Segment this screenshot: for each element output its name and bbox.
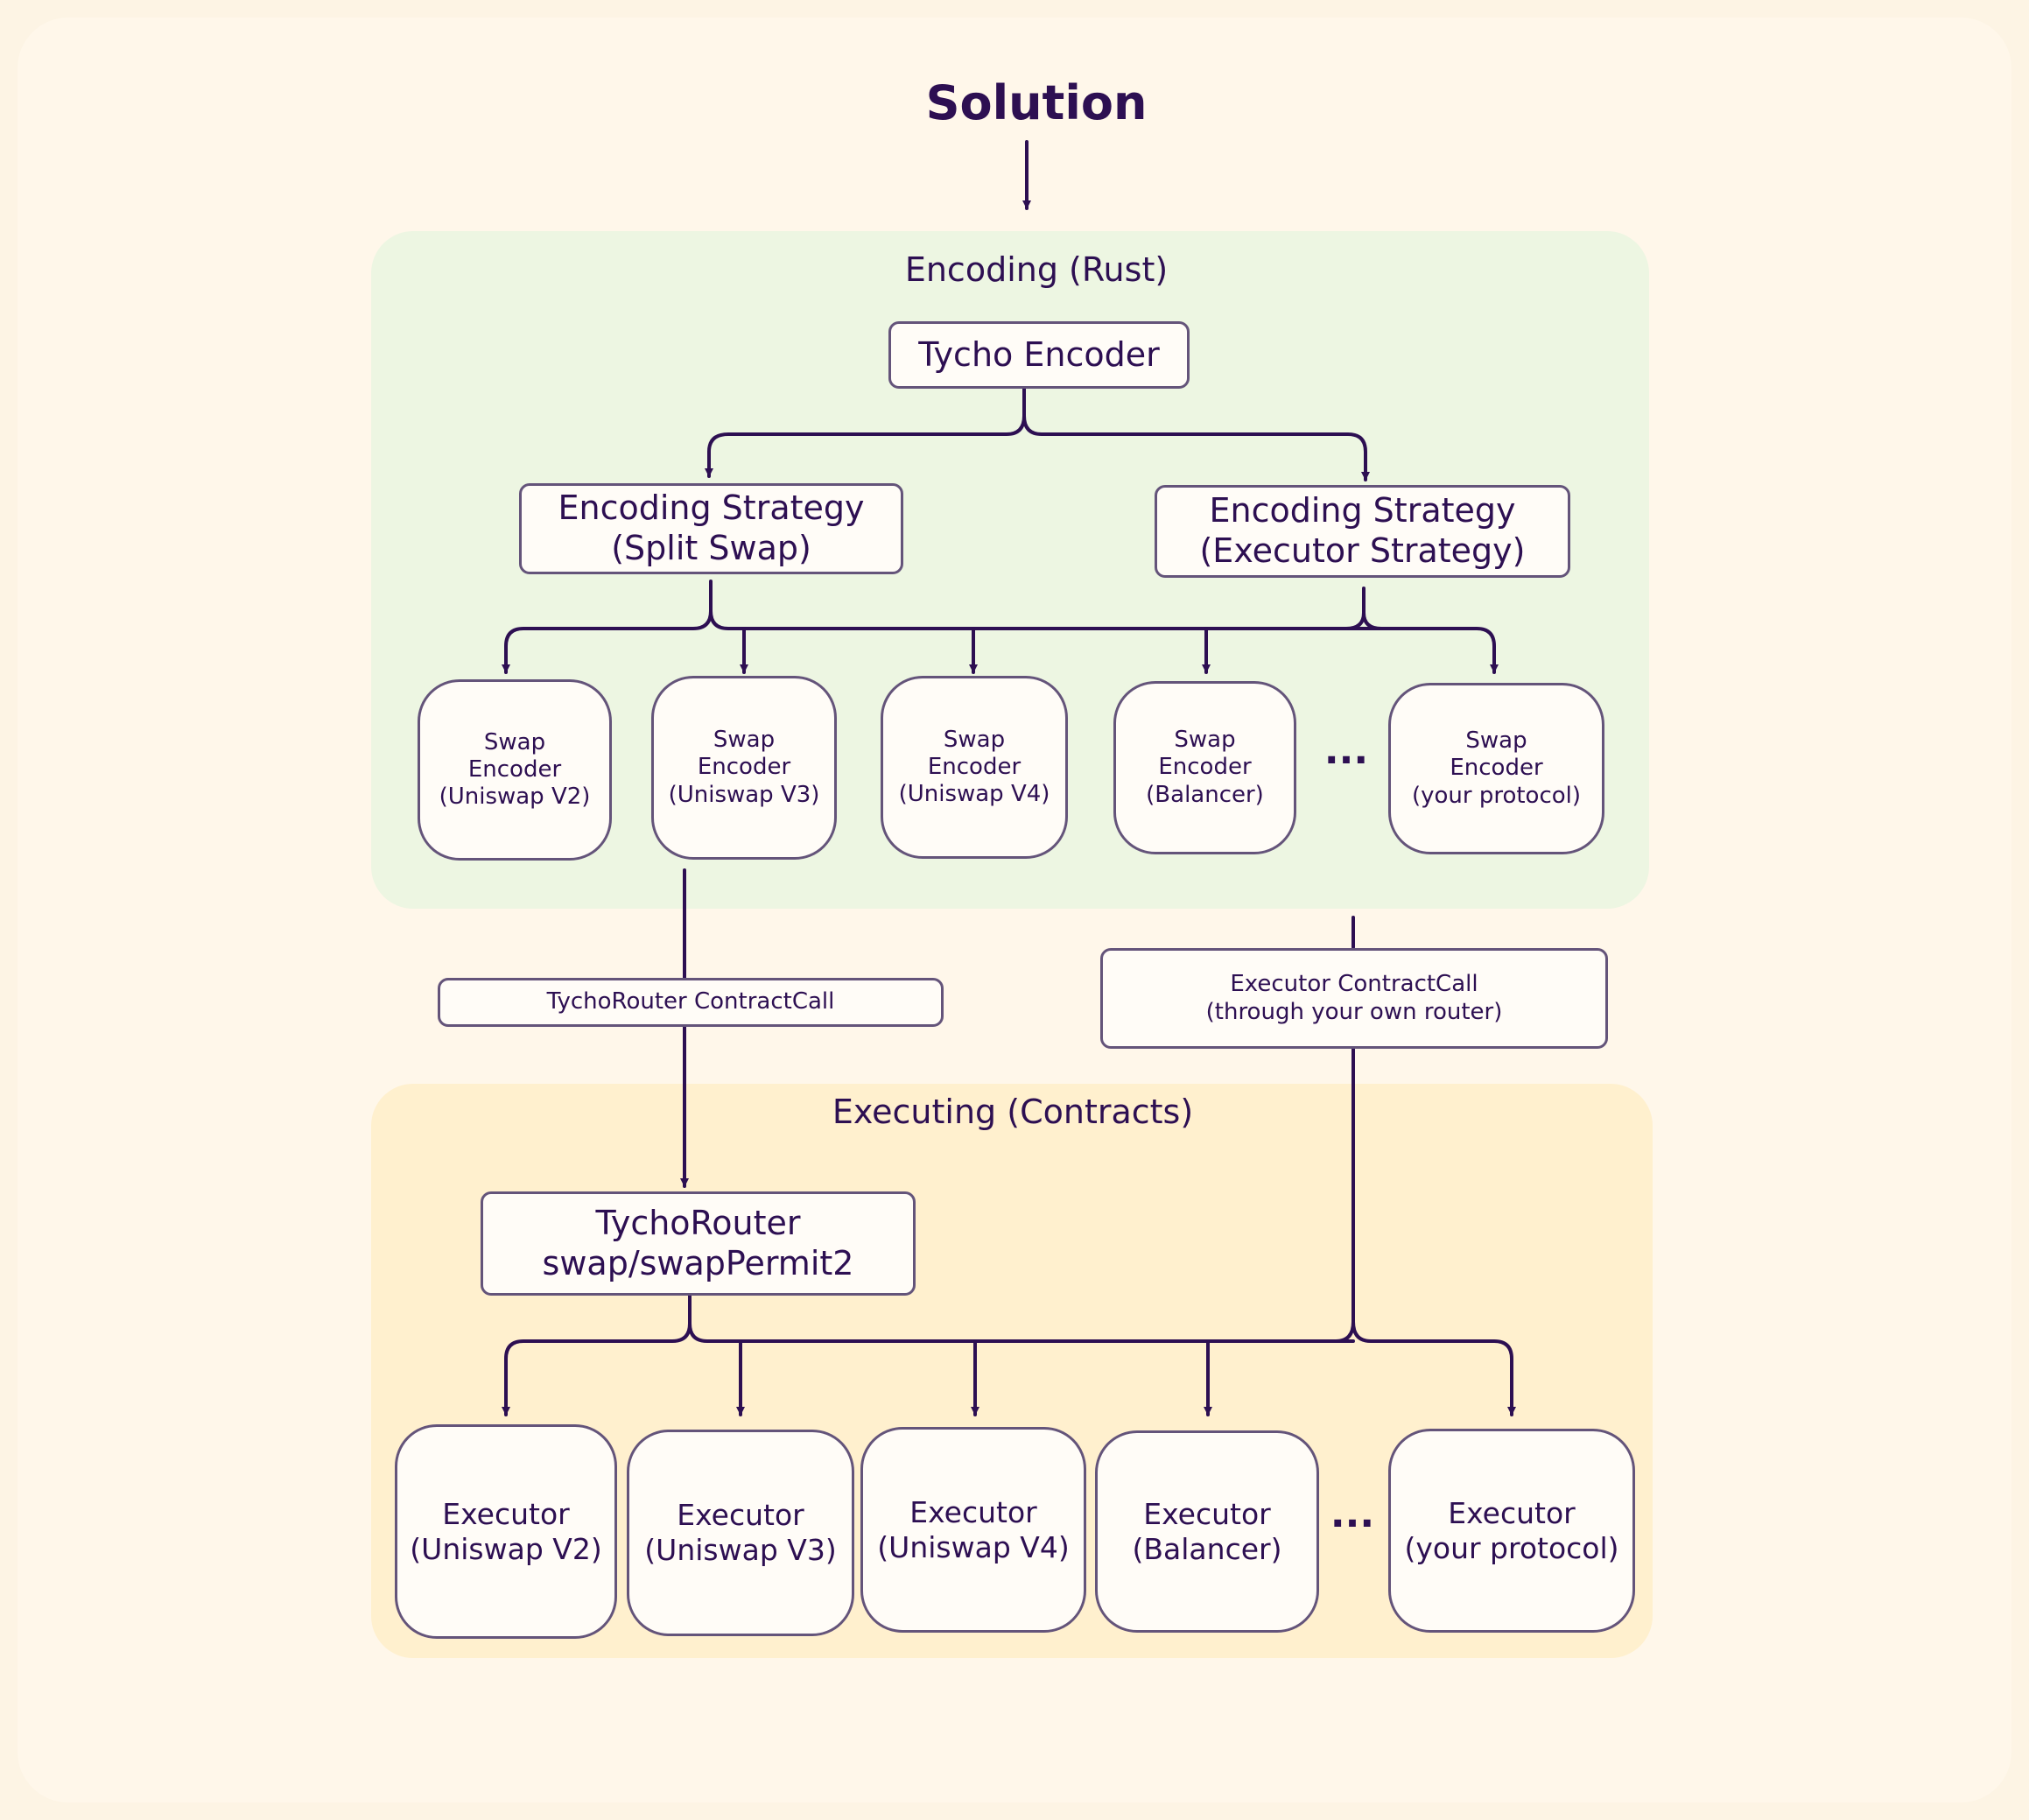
executor-protocol-line-1: Executor	[1448, 1495, 1576, 1530]
swap-encoder-ellipsis: ...	[1323, 728, 1369, 773]
split-swap-strategy-box: Encoding Strategy (Split Swap)	[519, 483, 903, 574]
executor-strategy-box: Encoding Strategy (Executor Strategy)	[1155, 485, 1570, 578]
executor-strategy-line-2: (Executor Strategy)	[1199, 531, 1526, 570]
executor-contractcall-label: Executor ContractCall (through your own …	[1100, 948, 1608, 1049]
executor-balancer-box: Executor (Balancer)	[1095, 1430, 1319, 1633]
swap-encoder-uniswap-v4-box: Swap Encoder (Uniswap V4)	[881, 676, 1068, 859]
executor-balancer-line-1: Executor	[1143, 1496, 1271, 1531]
executor-v2-line-2: (Uniswap V2)	[410, 1531, 602, 1566]
executor-v4-line-2: (Uniswap V4)	[877, 1529, 1070, 1564]
executor-protocol-line-2: (your protocol)	[1404, 1530, 1619, 1565]
executor-strategy-line-1: Encoding Strategy	[1209, 491, 1516, 531]
tychorouter-line-1: TychoRouter	[595, 1203, 801, 1242]
swap-encoder-protocol-line-3: (your protocol)	[1411, 782, 1582, 809]
encoding-region-title: Encoding (Rust)	[904, 250, 1169, 289]
swap-encoder-v2-line-1: Swap	[483, 728, 546, 755]
tychorouter-line-2: swap/swapPermit2	[542, 1243, 854, 1282]
executing-region-title: Executing (Contracts)	[832, 1093, 1194, 1131]
swap-encoder-balancer-line-1: Swap	[1174, 727, 1236, 754]
solution-title: Solution	[925, 75, 1148, 130]
swap-encoder-your-protocol-box: Swap Encoder (your protocol)	[1388, 683, 1604, 854]
tychorouter-contractcall-label: TychoRouter ContractCall	[438, 978, 944, 1027]
swap-encoder-v3-line-3: (Uniswap V3)	[668, 781, 820, 808]
swap-encoder-protocol-line-2: Encoder	[1450, 755, 1543, 782]
executor-your-protocol-box: Executor (your protocol)	[1388, 1429, 1635, 1633]
executor-v2-line-1: Executor	[442, 1496, 570, 1531]
executor-balancer-line-2: (Balancer)	[1132, 1531, 1282, 1566]
executor-ellipsis: ...	[1330, 1492, 1375, 1536]
split-strategy-line-1: Encoding Strategy	[558, 488, 865, 528]
swap-encoder-v2-line-3: (Uniswap V2)	[439, 784, 591, 811]
swap-encoder-v4-line-1: Swap	[943, 726, 1006, 753]
executor-uniswap-v4-box: Executor (Uniswap V4)	[860, 1427, 1086, 1633]
executor-v4-line-1: Executor	[909, 1494, 1037, 1529]
swap-encoder-v3-line-2: Encoder	[697, 754, 791, 781]
tycho-encoder-label: Tycho Encoder	[918, 334, 1160, 374]
tychorouter-box: TychoRouter swap/swapPermit2	[481, 1191, 916, 1296]
swap-encoder-balancer-line-2: Encoder	[1158, 754, 1252, 781]
executor-contractcall-line-1: Executor ContractCall	[1230, 971, 1478, 998]
swap-encoder-v2-line-2: Encoder	[467, 755, 562, 783]
swap-encoder-v3-line-1: Swap	[713, 727, 776, 754]
executor-v3-line-2: (Uniswap V3)	[644, 1533, 837, 1567]
executor-uniswap-v2-box: Executor (Uniswap V2)	[395, 1424, 617, 1639]
swap-encoder-uniswap-v3-box: Swap Encoder (Uniswap V3)	[651, 676, 837, 860]
swap-encoder-v4-line-3: (Uniswap V4)	[898, 781, 1050, 808]
executor-v3-line-1: Executor	[677, 1498, 804, 1533]
swap-encoder-balancer-line-3: (Balancer)	[1146, 781, 1264, 808]
tychorouter-contractcall-text: TychoRouter ContractCall	[546, 988, 835, 1015]
swap-encoder-balancer-box: Swap Encoder (Balancer)	[1113, 681, 1296, 854]
executor-contractcall-line-2: (through your own router)	[1205, 998, 1503, 1025]
swap-encoder-protocol-line-1: Swap	[1465, 727, 1527, 755]
executor-uniswap-v3-box: Executor (Uniswap V3)	[627, 1430, 854, 1636]
split-strategy-line-2: (Split Swap)	[611, 529, 811, 567]
swap-encoder-v4-line-2: Encoder	[927, 753, 1022, 780]
tycho-encoder-box: Tycho Encoder	[888, 321, 1190, 389]
swap-encoder-uniswap-v2-box: Swap Encoder (Uniswap V2)	[418, 679, 612, 861]
